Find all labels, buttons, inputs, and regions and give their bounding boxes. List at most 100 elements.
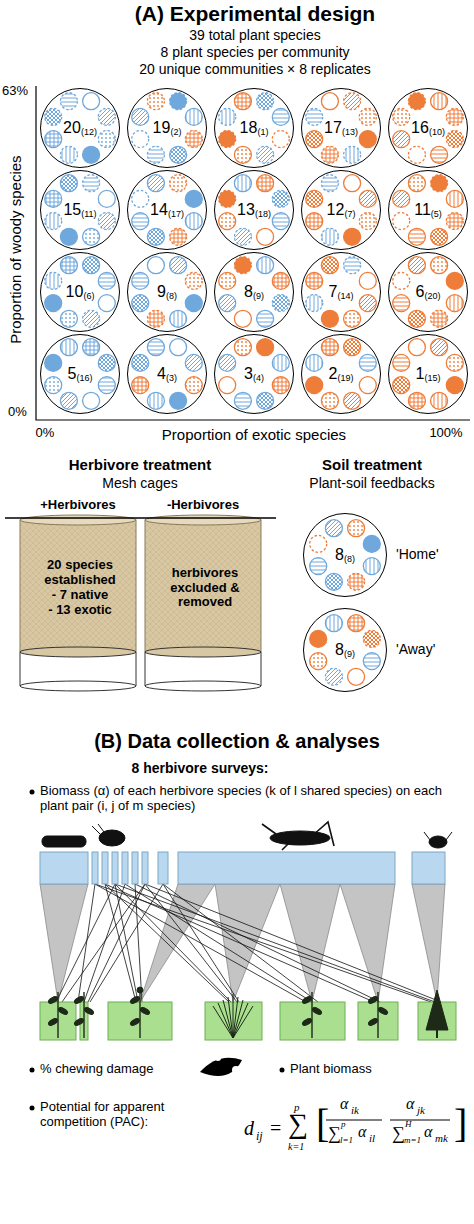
plant-species-circle <box>363 535 380 552</box>
plant-species-circle <box>431 339 448 356</box>
plant-species-circle <box>132 131 149 148</box>
soil-label: 'Away' <box>396 641 468 657</box>
plant-species-circle <box>98 377 115 394</box>
plant-species-circle <box>147 146 164 163</box>
plant-species-circle <box>234 93 251 110</box>
replicate-number: (4) <box>253 373 264 383</box>
species-ring <box>132 175 203 246</box>
replicate-number: (6) <box>83 291 94 301</box>
replicate-number: (17) <box>168 209 184 219</box>
plant-species-circle <box>132 377 149 394</box>
plant-species-circle <box>132 354 149 371</box>
plant-species-circle <box>306 190 323 207</box>
plant-species-circle <box>408 310 425 327</box>
community-circle: 16(10) <box>388 88 468 168</box>
plant-species-circle <box>170 93 187 110</box>
species-ring <box>45 257 116 328</box>
plant-species-circle <box>408 339 425 356</box>
plant-species-circle <box>310 653 327 670</box>
plant-species-circle <box>83 257 100 274</box>
plant-species-circle <box>147 339 164 356</box>
plant-species-circle <box>219 213 236 230</box>
formula-symbol: α <box>358 1124 366 1140</box>
plant-species-circle <box>234 392 251 409</box>
plant-species-circle <box>408 175 425 192</box>
species-ring <box>306 257 377 328</box>
community-circle: 8(9) <box>214 252 294 332</box>
community-number: 7 <box>329 283 338 301</box>
formula-symbol: α <box>406 1096 414 1112</box>
community-number: 4 <box>157 365 166 383</box>
community-number: 6 <box>416 283 425 301</box>
community-circle: 18(1) <box>214 88 294 168</box>
bullet-text: % chewing damage <box>40 1062 200 1077</box>
community-number: 9 <box>157 283 166 301</box>
treatment-label: +Herbivores <box>22 498 134 513</box>
plant-species-circle <box>325 615 342 632</box>
plant-species-circle <box>446 108 463 125</box>
treatment-label: -Herbivores <box>147 498 259 513</box>
bullet-dots <box>30 790 285 1111</box>
plant-species-circle <box>344 339 361 356</box>
plant-species-circle <box>408 392 425 409</box>
panel-title: (B) Data collection & analyses <box>7 730 467 753</box>
axis-title: Proportion of woody species <box>7 120 24 380</box>
formula-symbol: ∑ <box>328 1124 341 1142</box>
plant-species-circle <box>359 213 376 230</box>
plant-species-circle <box>98 272 115 289</box>
formula-symbol: ij <box>256 1130 263 1142</box>
plant-species-circle <box>170 175 187 192</box>
section-heading: Herbivore treatment <box>10 456 270 473</box>
plant-species-circle <box>185 295 202 312</box>
replicate-number: (1) <box>257 127 268 137</box>
cage-text: herbivores excluded & removed <box>153 566 257 611</box>
plant-species-circle <box>45 354 62 371</box>
replicate-number: (15) <box>424 373 440 383</box>
species-ring <box>219 257 290 328</box>
plant-species-circle <box>359 108 376 125</box>
replicate-number: (3) <box>166 373 177 383</box>
plant-species-circle <box>219 108 236 125</box>
plant-species-circle <box>344 228 361 245</box>
community-circle: 11(5) <box>388 170 468 250</box>
bullet-text: Plant biomass <box>290 1062 460 1077</box>
community-number: 2 <box>329 365 338 383</box>
plant-species-circle <box>257 228 274 245</box>
formula-symbol: ∑ <box>392 1124 405 1142</box>
replicate-number: (8) <box>344 554 355 564</box>
plant-species-circle <box>83 392 100 409</box>
plant-species-circle <box>348 520 365 537</box>
cage-box: herbivores excluded & removed <box>149 534 261 642</box>
community-number: 3 <box>244 365 253 383</box>
formula-symbol: jk <box>417 1105 425 1116</box>
plant-species-circle <box>257 392 274 409</box>
section-heading: Soil treatment <box>274 456 470 473</box>
plant-species-circle <box>60 228 77 245</box>
species-ring <box>310 615 381 686</box>
replicate-number: (7) <box>344 209 355 219</box>
plant-species-circle <box>306 295 323 312</box>
plant-species-circle <box>321 175 338 192</box>
plant-species-circle <box>185 131 202 148</box>
plant-species-circle <box>431 392 448 409</box>
plant-species-circle <box>257 93 274 110</box>
plant-species-circle <box>98 131 115 148</box>
plant-species-circle <box>83 146 100 163</box>
plant-species-circle <box>272 272 289 289</box>
mesh-cage <box>20 515 136 691</box>
formula-symbol: l=1 <box>340 1136 353 1145</box>
plant-species-circle <box>170 146 187 163</box>
community-circle: 1(15) <box>388 334 468 414</box>
species-ring <box>219 175 290 246</box>
replicate-number: (20) <box>424 291 440 301</box>
plant-species-circle <box>219 377 236 394</box>
plant-species-circle <box>83 339 100 356</box>
plant-species-circle <box>344 146 361 163</box>
replicate-number: (14) <box>337 291 353 301</box>
replicate-number: (11) <box>81 209 96 219</box>
species-ring <box>393 175 464 246</box>
mesh-cage <box>145 515 261 691</box>
replicate-number: (8) <box>166 291 177 301</box>
bullet-text: Biomass (α) of each herbivore species (k… <box>40 784 465 814</box>
plant-species-circle <box>446 131 463 148</box>
